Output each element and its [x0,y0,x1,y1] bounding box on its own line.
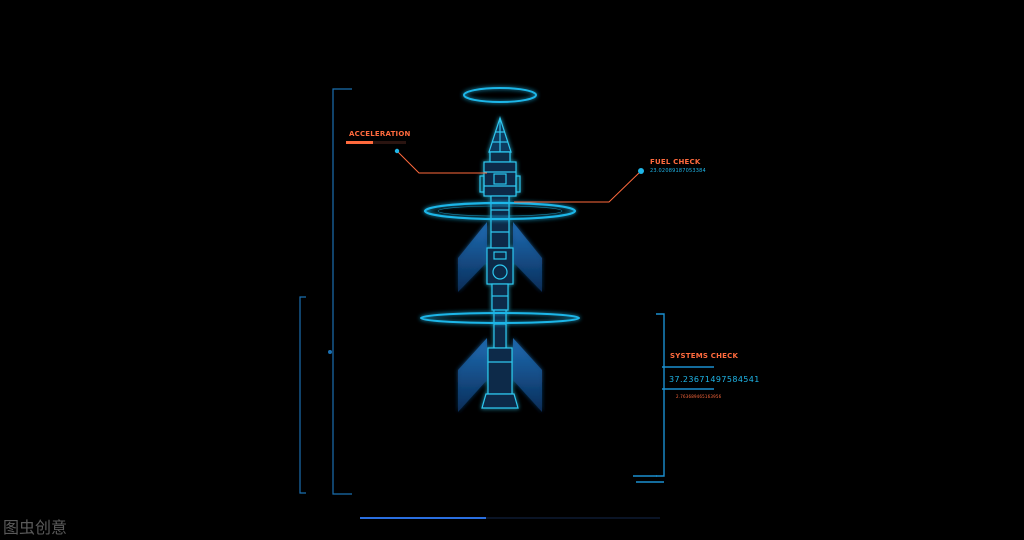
acceleration-label: ACCELERATION [349,130,411,138]
top-halo-ring [463,87,537,103]
lower-halo-ring [420,312,580,324]
fuel-check-label: FUEL CHECK [650,158,701,166]
systems-check-label: SYSTEMS CHECK [670,352,739,360]
systems-check-subvalue: 2.763689465163956 [676,394,722,399]
watermark-text: 图虫创意 [3,518,68,537]
rocket-blueprint-icon [458,116,542,412]
left-frame-bracket [299,88,352,495]
acceleration-connector [396,150,487,174]
right-frame-bracket [633,313,714,483]
fuel-check-value: 23.02089187053384 [650,168,706,174]
fuel-anchor-dot [638,168,644,174]
systems-check-value: 37.23671497584541 [669,375,760,384]
acceleration-bar [346,141,406,144]
fuel-connector [514,170,642,203]
middle-halo-ring [423,201,577,221]
bottom-progress-fill [360,517,486,519]
bottom-progress-bar [360,517,660,519]
acceleration-bar-fill [346,141,373,144]
acceleration-anchor-dot [394,148,400,154]
